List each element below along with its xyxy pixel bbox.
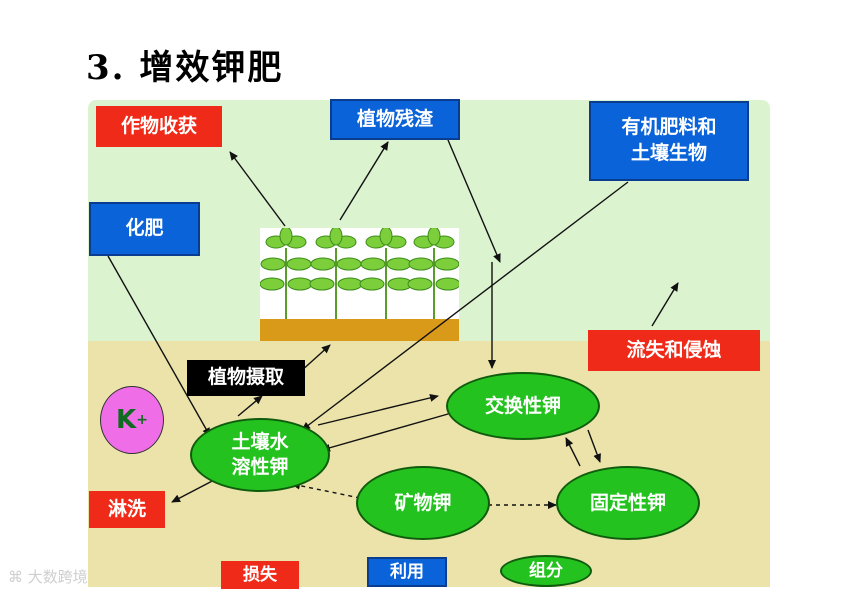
soil-strip bbox=[260, 319, 459, 341]
organic-box: 有机肥料和 土壤生物 bbox=[589, 101, 749, 181]
arrow-plant-to-residue bbox=[339, 141, 389, 221]
fixed-k-node: 固定性钾 bbox=[556, 466, 700, 540]
legend-loss: 损失 bbox=[221, 561, 299, 589]
arrow-fertilizer-to-soilk bbox=[107, 255, 211, 437]
leaching-box: 淋洗 bbox=[89, 491, 165, 528]
legend-component: 组分 bbox=[500, 555, 592, 587]
arrow-plant-to-harvest bbox=[229, 151, 286, 227]
fertilizer-label: 化肥 bbox=[125, 217, 164, 240]
leaching-label: 淋洗 bbox=[107, 497, 146, 520]
watermark-icon: ⌘ bbox=[8, 568, 28, 586]
arrow-mineral-to-soilk bbox=[291, 481, 361, 499]
soil-water-k-node: 土壤水 溶性钾 bbox=[190, 418, 330, 492]
fixed-k-label: 固定性钾 bbox=[589, 491, 666, 514]
plant-uptake-label: 植物摄取 bbox=[207, 366, 284, 389]
plant-residue-box: 植物残渣 bbox=[330, 99, 460, 140]
soil-water-k-label: 土壤水 溶性钾 bbox=[231, 431, 289, 478]
mineral-k-label: 矿物钾 bbox=[394, 491, 452, 514]
plant-residue-label: 植物残渣 bbox=[356, 107, 433, 130]
plant-icon bbox=[259, 226, 461, 320]
legend-loss-label: 损失 bbox=[243, 564, 277, 585]
plant-uptake-box: 植物摄取 bbox=[187, 360, 305, 396]
erosion-box: 流失和侵蚀 bbox=[588, 330, 760, 371]
crop-illustration bbox=[259, 226, 461, 320]
arrow-soilk-to-exchange bbox=[317, 393, 439, 426]
arrow-exchange-to-fixed bbox=[587, 429, 601, 463]
potassium-ion-circle: K+ bbox=[100, 386, 164, 454]
organic-label: 有机肥料和 土壤生物 bbox=[621, 116, 717, 164]
erosion-label: 流失和侵蚀 bbox=[626, 338, 722, 361]
arrow-soilk-to-leaching bbox=[171, 477, 219, 503]
watermark: ⌘ 大数跨境 bbox=[8, 566, 88, 587]
arrow-fixed-to-exchange bbox=[565, 437, 581, 467]
arrow-exchange-to-soilk bbox=[321, 411, 456, 452]
arrow-organic-to-soilk bbox=[301, 181, 629, 431]
legend-use-label: 利用 bbox=[390, 561, 424, 582]
arrow-erosion-up bbox=[651, 282, 679, 327]
page-title: 3. 增效钾肥 bbox=[86, 48, 284, 88]
crop-harvest-label: 作物收获 bbox=[120, 114, 197, 137]
fertilizer-box: 化肥 bbox=[89, 202, 200, 256]
potassium-ion-label: K bbox=[116, 405, 137, 435]
arrow-residue-to-exchange bbox=[447, 139, 501, 263]
arrow-uptake-to-plants bbox=[299, 344, 331, 373]
legend-component-label: 组分 bbox=[529, 560, 563, 581]
legend-use: 利用 bbox=[367, 557, 447, 587]
arrow-soilk-to-uptake bbox=[237, 395, 263, 417]
watermark-label: 大数跨境 bbox=[27, 568, 88, 586]
exchange-k-node: 交换性钾 bbox=[446, 372, 600, 440]
mineral-k-node: 矿物钾 bbox=[356, 466, 490, 540]
potassium-ion-charge: + bbox=[136, 412, 148, 428]
exchange-k-label: 交换性钾 bbox=[484, 394, 561, 417]
crop-harvest-box: 作物收获 bbox=[96, 106, 222, 147]
